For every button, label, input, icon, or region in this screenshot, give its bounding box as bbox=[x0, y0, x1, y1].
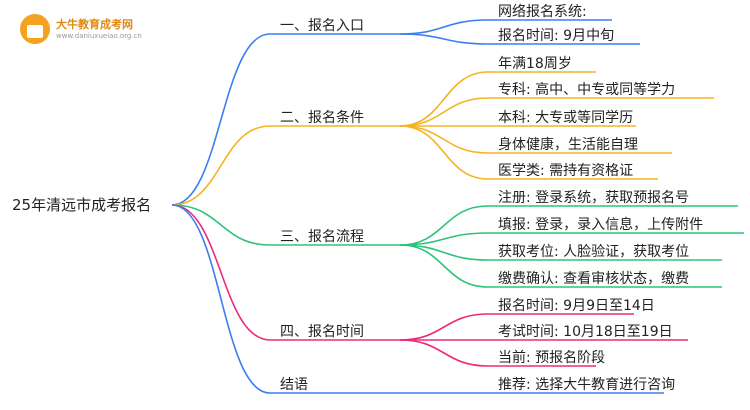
branch-connector bbox=[171, 204, 271, 246]
leaf-connector bbox=[399, 33, 489, 45]
leaf-connector bbox=[399, 125, 489, 154]
leaf-label: 医学类: 需持有资格证 bbox=[498, 163, 634, 179]
branch-connector bbox=[171, 125, 271, 206]
leaf-label: 获取考位: 人脸验证，获取考位 bbox=[498, 244, 690, 260]
leaf-connector bbox=[399, 125, 489, 180]
logo: 大牛教育成考网 www.daniuxueiao.org.cn bbox=[20, 10, 142, 48]
leaf-label: 当前: 预报名阶段 bbox=[498, 350, 606, 366]
leaf-label: 专科: 高中、中专或同等学力 bbox=[498, 82, 676, 98]
leaf-label: 注册: 登录系统，获取预报名号 bbox=[498, 190, 690, 206]
leaf-label: 考试时间: 10月18日至19日 bbox=[498, 324, 673, 340]
leaf-connector bbox=[399, 339, 489, 367]
leaf-label: 推荐: 选择大牛教育进行咨询 bbox=[498, 377, 676, 393]
logo-badge-icon bbox=[20, 14, 50, 44]
leaf-connector bbox=[399, 205, 489, 246]
leaf-connector bbox=[399, 97, 489, 127]
leaf-label: 缴费确认: 查看审核状态，缴费 bbox=[498, 271, 690, 287]
branch-connector bbox=[171, 33, 271, 206]
branch-label: 三、报名流程 bbox=[280, 229, 364, 245]
leaf-connector bbox=[399, 71, 489, 127]
root-node: 25年清远市成考报名 bbox=[12, 196, 152, 214]
branch-label: 结语 bbox=[280, 377, 308, 393]
leaf-label: 年满18周岁 bbox=[498, 56, 572, 72]
leaf-label: 网络报名系统: bbox=[498, 4, 587, 20]
logo-url: www.daniuxueiao.org.cn bbox=[56, 32, 142, 40]
branch-connector bbox=[171, 204, 271, 394]
leaf-connector bbox=[399, 19, 489, 35]
branch-label: 二、报名条件 bbox=[280, 110, 364, 126]
book-icon bbox=[27, 25, 43, 38]
leaf-label: 报名时间: 9月中旬 bbox=[498, 28, 615, 44]
branch-label: 一、报名入口 bbox=[280, 18, 364, 34]
logo-title: 大牛教育成考网 bbox=[56, 18, 133, 31]
leaf-label: 身体健康，生活能自理 bbox=[498, 137, 638, 153]
branch-label: 四、报名时间 bbox=[280, 324, 364, 340]
leaf-label: 本科: 大专或等同学历 bbox=[498, 110, 634, 126]
leaf-label: 填报: 登录，录入信息，上传附件 bbox=[498, 217, 704, 233]
branch-connector bbox=[171, 204, 271, 341]
leaf-label: 报名时间: 9月9日至14日 bbox=[498, 298, 655, 314]
leaf-connector bbox=[399, 244, 489, 288]
leaf-connector bbox=[399, 313, 489, 341]
